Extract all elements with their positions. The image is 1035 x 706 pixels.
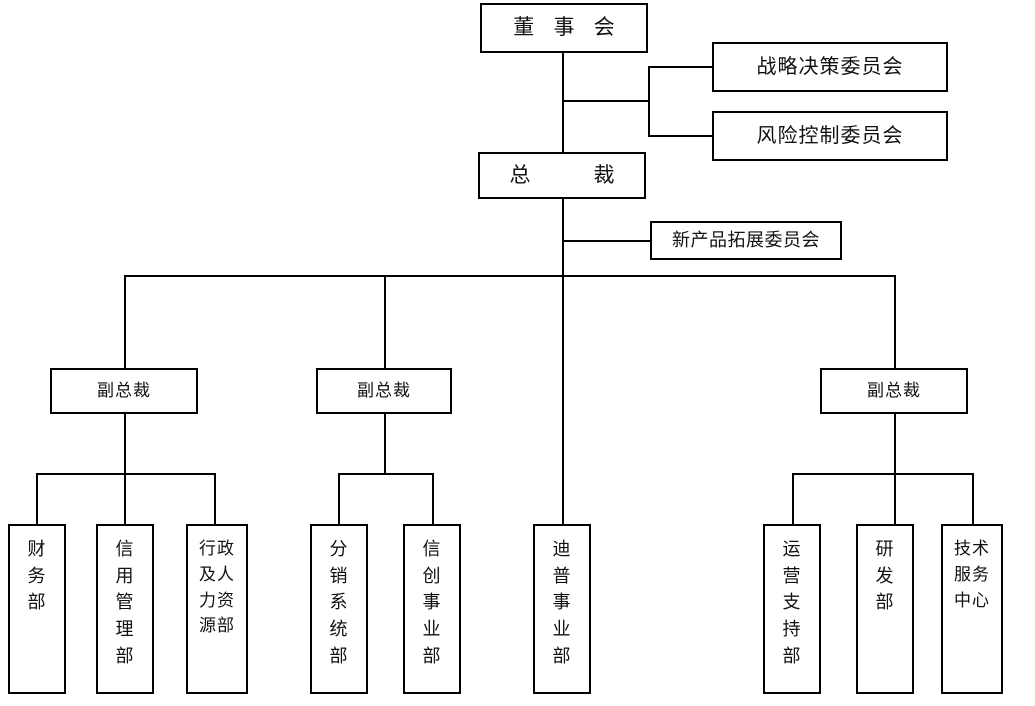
connector-spine-to-dipu-division [562, 275, 564, 524]
node-dept-distribution-system[interactable]: 分 销 系 统 部 [310, 524, 368, 694]
connector-vp-bus [124, 275, 896, 277]
node-dept-tech-service-center-label: 技术 服务 中心 [954, 539, 990, 610]
connector-vp-left-drop [124, 413, 126, 473]
connector-to-operation-support-dept [792, 473, 794, 524]
node-risk-committee[interactable]: 风险控制委员会 [712, 111, 948, 161]
node-dept-distribution-system-label: 分 销 系 统 部 [329, 539, 349, 666]
node-board-label: 董 事 会 [513, 15, 622, 40]
connector-bracket-to-strategy-committee [648, 66, 714, 68]
connector-vp-left-bus [36, 473, 216, 475]
node-board[interactable]: 董 事 会 [480, 3, 648, 53]
connector-president-to-new-product-committee [562, 240, 652, 242]
node-vp-left-label: 副总裁 [97, 380, 151, 400]
node-dept-xinchuang-division-label: 信 创 事 业 部 [422, 539, 442, 666]
node-dept-admin-hr[interactable]: 行政 及人 力资 源部 [186, 524, 248, 694]
connector-to-admin-hr-dept [214, 473, 216, 524]
node-president-label: 总 裁 [509, 162, 622, 187]
connector-bus-to-vp-middle [384, 275, 386, 368]
connector-to-finance-dept [36, 473, 38, 524]
node-dept-credit-management-label: 信 用 管 理 部 [115, 539, 135, 666]
node-strategy-committee-label: 战略决策委员会 [756, 55, 904, 78]
node-vp-right-label: 副总裁 [867, 380, 921, 400]
connector-to-rnd-dept [894, 473, 896, 524]
node-dept-finance[interactable]: 财 务 部 [8, 524, 66, 694]
node-strategy-committee[interactable]: 战略决策委员会 [712, 42, 948, 92]
connector-vp-middle-drop [384, 413, 386, 473]
connector-committee-bracket-vertical [648, 66, 650, 137]
connector-bracket-to-risk-committee [648, 135, 714, 137]
connector-bus-to-vp-right [894, 275, 896, 368]
node-dept-dipu-division-label: 迪 普 事 业 部 [552, 539, 572, 666]
connector-to-tech-service-center [972, 473, 974, 524]
node-dept-xinchuang-division[interactable]: 信 创 事 业 部 [403, 524, 461, 694]
node-dept-rnd-label: 研 发 部 [875, 539, 895, 613]
node-vp-right[interactable]: 副总裁 [820, 368, 968, 414]
connector-to-xinchuang-division [432, 473, 434, 524]
node-vp-left[interactable]: 副总裁 [50, 368, 198, 414]
connector-vp-middle-bus [338, 473, 434, 475]
connector-president-spine-down [562, 198, 564, 276]
node-dept-rnd[interactable]: 研 发 部 [856, 524, 914, 694]
node-dept-operation-support[interactable]: 运 营 支 持 部 [763, 524, 821, 694]
connector-to-credit-management-dept [124, 473, 126, 524]
node-new-product-committee[interactable]: 新产品拓展委员会 [650, 221, 842, 260]
node-dept-admin-hr-label: 行政 及人 力资 源部 [199, 539, 235, 636]
connector-bus-to-vp-left [124, 275, 126, 368]
node-dept-tech-service-center[interactable]: 技术 服务 中心 [941, 524, 1003, 694]
connector-vp-right-drop [894, 413, 896, 473]
connector-vp-right-bus [792, 473, 974, 475]
node-president[interactable]: 总 裁 [478, 152, 646, 199]
node-vp-middle[interactable]: 副总裁 [316, 368, 452, 414]
connector-board-to-president [562, 52, 564, 152]
node-dept-credit-management[interactable]: 信 用 管 理 部 [96, 524, 154, 694]
connector-to-distribution-system-dept [338, 473, 340, 524]
node-dept-finance-label: 财 务 部 [27, 539, 47, 613]
connector-board-to-committee-bracket [562, 100, 650, 102]
node-dept-dipu-division[interactable]: 迪 普 事 业 部 [533, 524, 591, 694]
node-new-product-committee-label: 新产品拓展委员会 [672, 229, 820, 250]
node-risk-committee-label: 风险控制委员会 [756, 124, 904, 147]
node-dept-operation-support-label: 运 营 支 持 部 [782, 539, 802, 666]
node-vp-middle-label: 副总裁 [357, 380, 411, 400]
